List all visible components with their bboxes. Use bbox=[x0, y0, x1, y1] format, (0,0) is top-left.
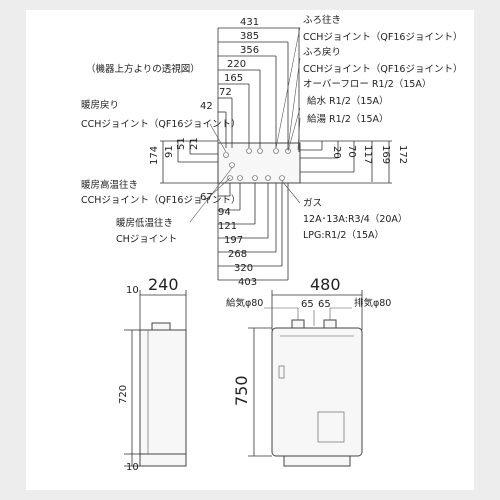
dim-20: 20 bbox=[331, 146, 342, 159]
right-labels: ふろ往き CCHジョイント（QF16ジョイント） ふろ戻り CCHジョイント（Q… bbox=[275, 14, 462, 152]
left-labels: 暖房戻り CCHジョイント（QF16ジョイント） 暖房高温往き CCHジョイント… bbox=[81, 99, 240, 245]
label-cch-joint-2: CCHジョイント（QF16ジョイント） bbox=[303, 63, 462, 75]
dim-268: 268 bbox=[228, 249, 247, 260]
dim-67: 67 bbox=[200, 192, 213, 203]
front-bottom-pipes bbox=[283, 455, 351, 467]
top-view-caption: （機器上方よりの透視図） bbox=[86, 63, 200, 75]
side-top-offset: 10 bbox=[126, 285, 139, 296]
dim-220: 220 bbox=[227, 59, 246, 70]
dim-121: 121 bbox=[218, 221, 237, 232]
dim-403: 403 bbox=[238, 277, 257, 288]
bottom-dimension-lines bbox=[217, 183, 289, 281]
pipe-fittings bbox=[223, 148, 291, 181]
dim-197: 197 bbox=[224, 235, 243, 246]
dim-91: 91 bbox=[164, 145, 175, 158]
dim-169: 169 bbox=[380, 145, 391, 164]
label-cch-joint-1: CCHジョイント（QF16ジョイント） bbox=[303, 31, 462, 43]
spacing-1: 65 bbox=[301, 299, 314, 310]
left-vertical-dims bbox=[160, 140, 218, 184]
side-view: 240 10 720 10 bbox=[118, 275, 187, 473]
front-latch bbox=[278, 365, 285, 379]
dim-172: 172 bbox=[397, 145, 408, 164]
right-vertical-dims bbox=[300, 140, 392, 184]
front-view: 480 給気φ80 排気φ80 65 65 750 bbox=[226, 275, 391, 467]
intake-label: 給気φ80 bbox=[226, 297, 263, 309]
label-kyuto: 給湯 R1/2（15A） bbox=[307, 113, 389, 125]
label-kyusui: 給水 R1/2（15A） bbox=[307, 95, 389, 107]
front-height-label: 750 bbox=[232, 375, 251, 406]
front-body bbox=[271, 327, 363, 457]
front-width-label: 480 bbox=[310, 275, 341, 294]
label-gas: ガス bbox=[303, 198, 322, 209]
dim-42: 42 bbox=[200, 101, 213, 112]
label-cch-joint-3: CCHジョイント（QF16ジョイント） bbox=[81, 118, 240, 130]
dim-385: 385 bbox=[240, 31, 259, 42]
label-danbo-koon: 暖房高温往き bbox=[81, 179, 138, 191]
dim-431: 431 bbox=[240, 17, 259, 28]
dim-356: 356 bbox=[240, 45, 259, 56]
dim-117: 117 bbox=[362, 145, 373, 164]
dim-70: 70 bbox=[346, 145, 357, 158]
front-panel bbox=[317, 411, 345, 443]
top-view: （機器上方よりの透視図） 431 bbox=[81, 14, 462, 288]
dim-72: 72 bbox=[219, 87, 232, 98]
gas-labels: ガス 12A･13A:R3/4（20A） LPG:R1/2（15A） bbox=[281, 180, 407, 241]
spacing-2: 65 bbox=[318, 299, 331, 310]
label-ch-joint: CHジョイント bbox=[116, 234, 177, 245]
side-bottom-offset: 10 bbox=[126, 462, 139, 473]
label-furo-iki: ふろ往き bbox=[303, 14, 341, 26]
side-height-label: 720 bbox=[118, 385, 129, 404]
side-width-label: 240 bbox=[148, 275, 179, 294]
label-furo-modori: ふろ戻り bbox=[303, 46, 341, 58]
dim-51: 51 bbox=[176, 137, 187, 150]
side-bottom-pipes bbox=[139, 453, 187, 467]
dim-174: 174 bbox=[149, 146, 160, 165]
dim-21: 21 bbox=[189, 137, 200, 150]
label-gas-city: 12A･13A:R3/4（20A） bbox=[303, 213, 407, 225]
label-cch-joint-4: CCHジョイント（QF16ジョイント） bbox=[81, 194, 240, 206]
dim-320: 320 bbox=[234, 263, 253, 274]
dim-165: 165 bbox=[224, 73, 243, 84]
label-danbo-modori: 暖房戻り bbox=[81, 99, 119, 111]
label-overflow: オーバーフロー R1/2（15A） bbox=[303, 78, 431, 90]
label-danbo-teion: 暖房低温往き bbox=[116, 217, 173, 229]
label-gas-lpg: LPG:R1/2（15A） bbox=[303, 229, 384, 241]
side-body bbox=[139, 329, 187, 455]
dim-94: 94 bbox=[218, 207, 231, 218]
drawing-board bbox=[26, 10, 474, 490]
exhaust-label: 排気φ80 bbox=[354, 297, 391, 309]
